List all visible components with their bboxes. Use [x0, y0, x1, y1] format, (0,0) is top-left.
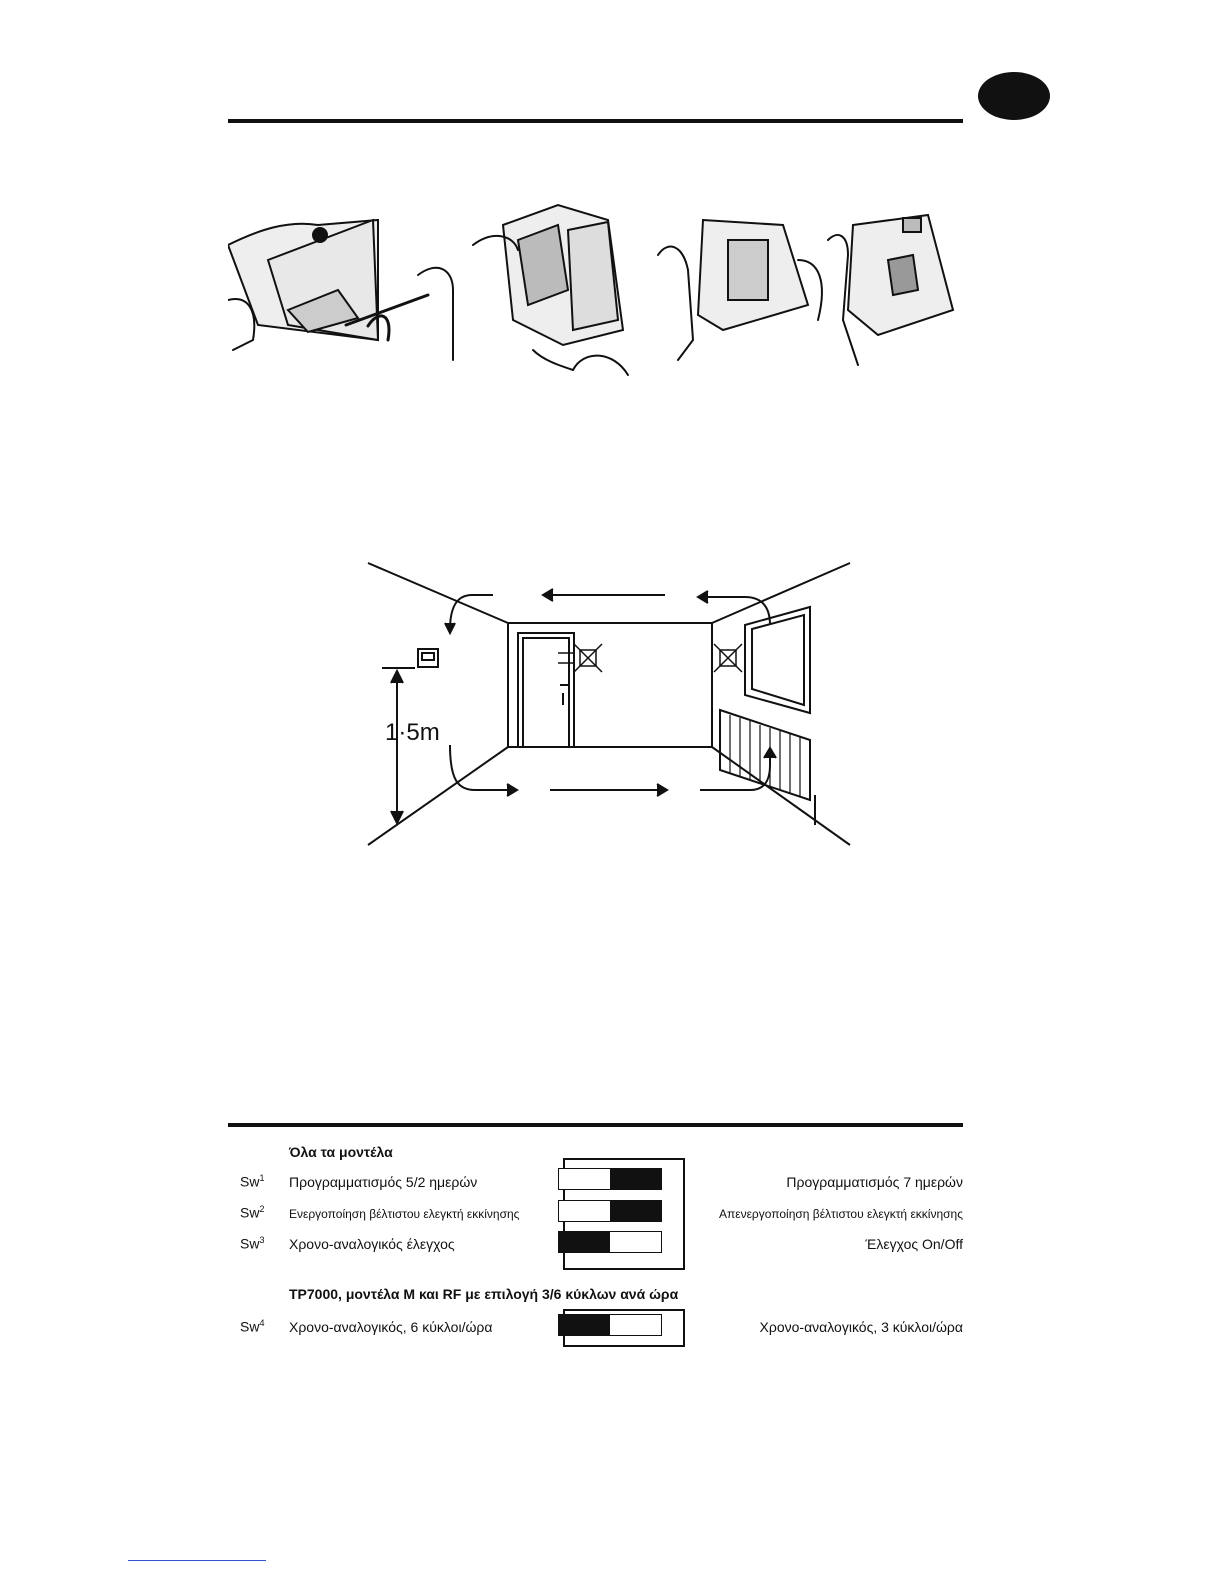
switch-3-id: Sw3 [240, 1235, 265, 1252]
switch-2-right-label: Απενεργοποίηση βέλτιστου ελεγκτή εκκίνησ… [718, 1207, 963, 1221]
footer-link-underline [128, 1560, 266, 1561]
switch-1-id: Sw1 [240, 1173, 265, 1190]
switch-4-right-label: Χρονο-αναλογικός, 3 κύκλοι/ώρα [759, 1319, 963, 1335]
section-heading-tp7000: TP7000, μοντέλα M και RF με επιλογή 3/6 … [289, 1286, 679, 1302]
switch-1-left-label: Προγραμματισμός 5/2 ημερών [289, 1174, 478, 1190]
settings-rule [228, 1123, 963, 1127]
switch-2-left-label: Ενεργοποίηση βέλτιστου ελεγκτή εκκίνησης [289, 1207, 520, 1221]
switch-3-right-label: Έλεγχος On/Off [865, 1236, 963, 1252]
section-heading-all-models: Όλα τα μοντέλα [289, 1144, 393, 1160]
illustration-back-plate [657, 218, 823, 361]
switch-4-left-label: Χρονο-αναλογικός, 6 κύκλοι/ώρα [289, 1319, 493, 1335]
height-label: 1·5m [385, 719, 440, 746]
header-rule [228, 119, 963, 123]
illustration-wall-plate [827, 213, 955, 366]
section-tab-marker [978, 72, 1050, 120]
switch-2-id: Sw2 [240, 1204, 265, 1221]
dip-switch-2[interactable] [558, 1200, 662, 1222]
room-placement-diagram [367, 562, 851, 846]
dip-switch-3[interactable] [558, 1231, 662, 1253]
dip-switch-1[interactable] [558, 1168, 662, 1190]
illustration-separate-halves [472, 203, 629, 376]
dip-switch-4[interactable] [558, 1314, 662, 1336]
switch-1-right-label: Προγραμματισμός 7 ημερών [786, 1174, 963, 1190]
illustration-open-case [228, 218, 454, 361]
switch-3-left-label: Χρονο-αναλογικός έλεγχος [289, 1236, 455, 1252]
installation-illustrations [228, 203, 955, 376]
dip-switch-1-knob [610, 1169, 661, 1189]
dip-switch-4-knob [559, 1315, 610, 1335]
switch-4-id: Sw4 [240, 1318, 265, 1335]
dip-switch-2-knob [610, 1201, 661, 1221]
dip-switch-3-knob [559, 1232, 610, 1252]
